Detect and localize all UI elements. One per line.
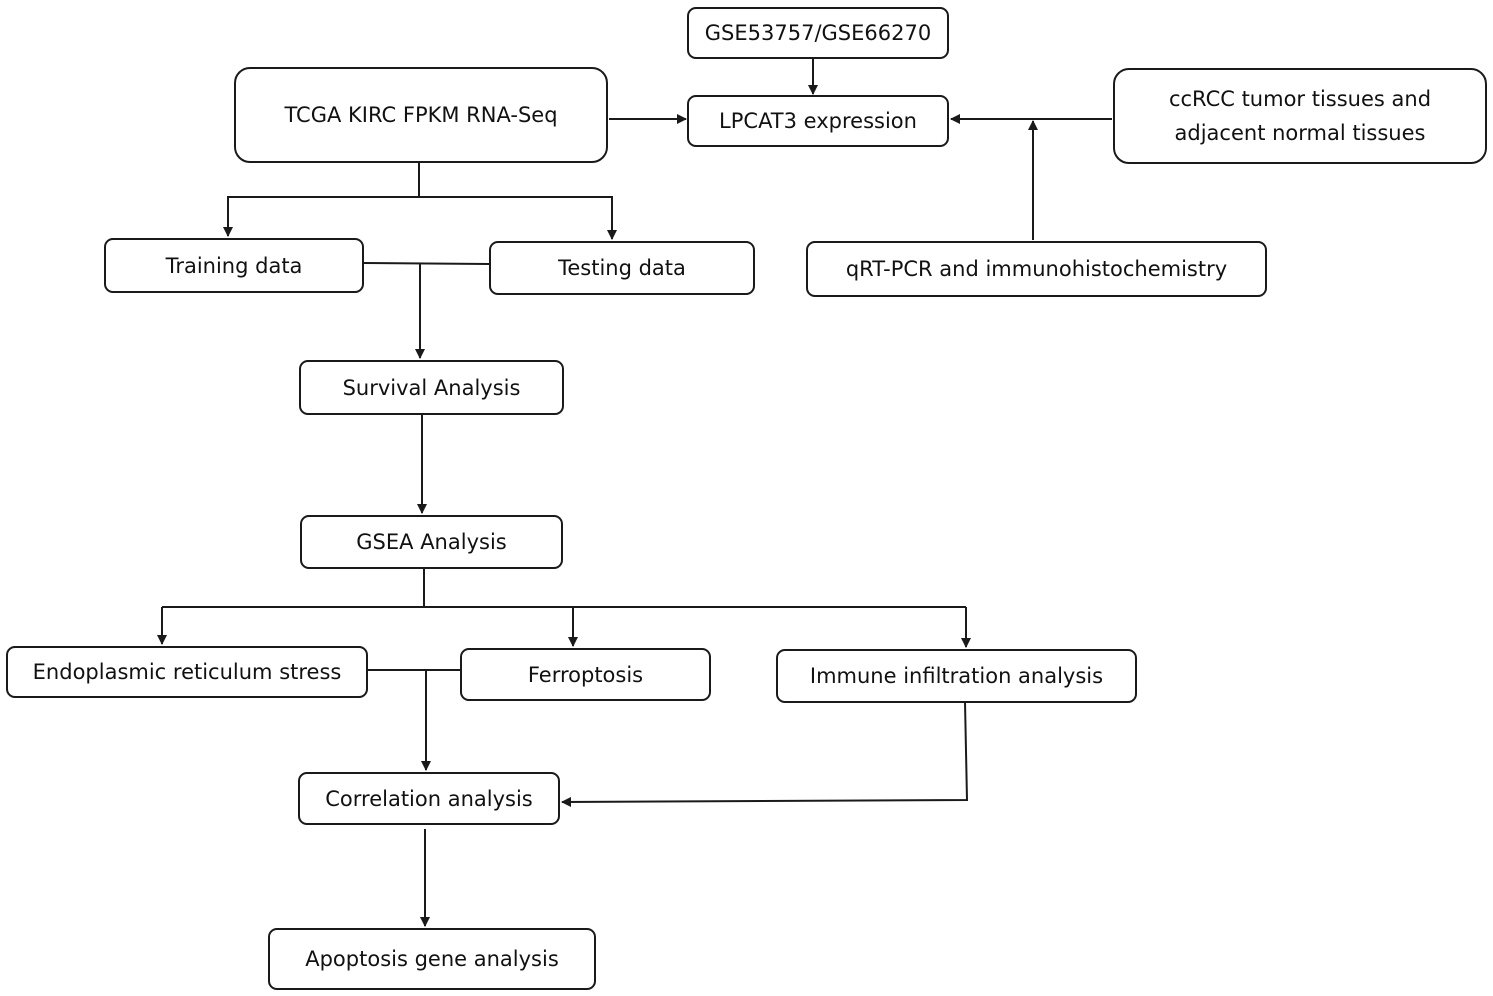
node-lpcat3: LPCAT3 expression [687,95,949,147]
arrow-immune-to-correlation [561,701,969,807]
connector-training-testing-merge [363,262,490,265]
node-ferroptosis-label: Ferroptosis [527,662,644,687]
node-qrt-pcr-label: qRT-PCR and immunohistochemistry [845,257,1228,281]
node-apoptosis: Apoptosis gene analysis [268,928,596,990]
node-training: Training data [104,238,364,293]
node-gsea: GSEA Analysis [300,515,563,569]
node-gse-label: GSE53757/GSE66270 [704,21,932,45]
node-immune-label: Immune infiltration analysis [809,664,1104,688]
node-correlation-label: Correlation analysis [325,786,533,811]
node-survival: Survival Analysis [299,360,564,415]
node-ccrcc: ccRCC tumor tissues and adjacent normal … [1113,68,1487,164]
node-ferroptosis: Ferroptosis [460,648,711,701]
node-lpcat3-label: LPCAT3 expression [719,109,917,133]
node-survival-label: Survival Analysis [342,375,521,400]
node-tcga-label: TCGA KIRC FPKM RNA-Seq [284,103,558,127]
node-ccrcc-label-line1: ccRCC tumor tissues and [1168,87,1432,111]
node-gsea-label: GSEA Analysis [356,530,507,554]
node-apoptosis-label: Apoptosis gene analysis [305,947,559,971]
node-gse: GSE53757/GSE66270 [687,7,949,59]
node-training-label: Training data [165,253,303,278]
node-er-stress: Endoplasmic reticulum stress [6,646,368,698]
node-testing: Testing data [489,241,755,295]
arrow-tcga-to-training [223,196,419,237]
node-qrt-pcr: qRT-PCR and immunohistochemistry [806,241,1267,297]
node-testing-label: Testing data [558,256,686,280]
node-correlation: Correlation analysis [298,772,560,825]
node-tcga: TCGA KIRC FPKM RNA-Seq [234,67,608,163]
arrow-tcga-to-testing [419,196,617,240]
node-ccrcc-label-line2: adjacent normal tissues [1174,121,1426,145]
node-immune: Immune infiltration analysis [776,649,1137,703]
node-er-stress-label: Endoplasmic reticulum stress [32,660,342,684]
